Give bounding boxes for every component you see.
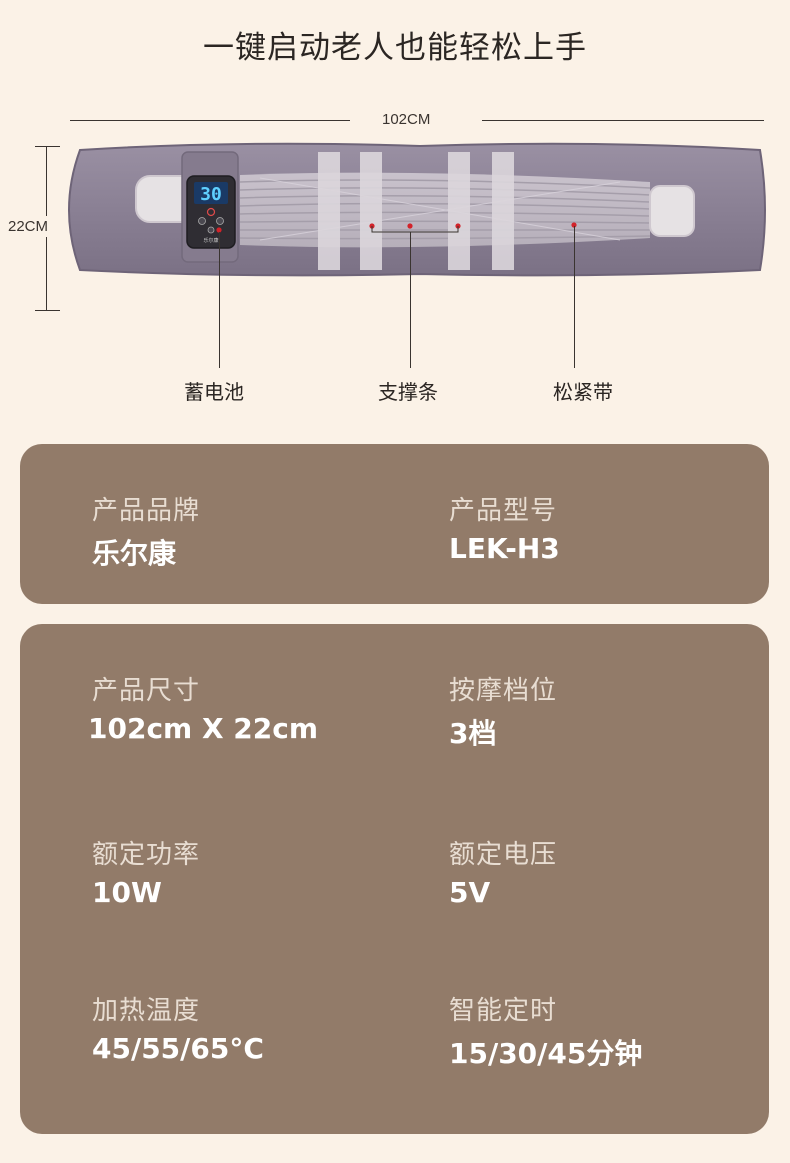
right-velcro-tab xyxy=(649,185,695,237)
massage-levels-value: 3档 xyxy=(449,717,497,750)
support-strip-3 xyxy=(448,152,470,270)
massage-button-icon xyxy=(216,217,224,225)
page-title: 一键启动老人也能轻松上手 xyxy=(203,30,587,66)
timer-value: 15/30/45分钟 xyxy=(449,1037,643,1070)
brand-label: 产品品牌 xyxy=(92,496,201,526)
support-dot-mid xyxy=(407,223,413,229)
massage-levels-label: 按摩档位 xyxy=(449,676,558,706)
spec-card-brand-model: 产品品牌 乐尔康 产品型号 LEK-H3 xyxy=(20,444,769,604)
heat-temp-value: 45/55/65°C xyxy=(92,1032,264,1065)
support-strip-2 xyxy=(360,152,382,270)
battery-dot xyxy=(216,227,222,233)
controller-brand-mark: 乐尔康 xyxy=(203,237,218,244)
rated-power-label: 额定功率 xyxy=(92,840,201,870)
battery-label: 蓄电池 xyxy=(184,380,244,404)
battery-callout-line xyxy=(219,232,220,368)
heat-temp-label: 加热温度 xyxy=(92,996,201,1026)
spec-card-details: 产品尺寸 102cm X 22cm 按摩档位 3档 额定功率 10W 额定电压 … xyxy=(20,624,769,1134)
power-button-icon xyxy=(206,207,216,217)
height-dimension-tick-bottom xyxy=(35,310,60,311)
support-bracket xyxy=(371,226,459,233)
height-dimension-label: 22CM xyxy=(8,216,49,237)
waist-belt-image: 30 乐尔康 xyxy=(68,142,766,277)
height-dimension-tick-top xyxy=(35,146,60,147)
elastic-callout-line xyxy=(574,226,575,368)
width-dimension-line-right xyxy=(482,120,764,121)
elastic-dot xyxy=(571,222,577,228)
model-value: LEK-H3 xyxy=(449,532,560,565)
controller-display xyxy=(194,182,228,204)
rated-voltage-value: 5V xyxy=(449,876,491,909)
rated-voltage-label: 额定电压 xyxy=(449,840,558,870)
timer-label: 智能定时 xyxy=(449,996,558,1026)
rated-power-value: 10W xyxy=(92,876,162,909)
brand-value: 乐尔康 xyxy=(92,537,177,570)
heat-button-icon xyxy=(198,217,206,225)
size-label: 产品尺寸 xyxy=(92,676,201,706)
support-callout-line xyxy=(410,232,411,368)
support-strip-4 xyxy=(492,152,514,270)
model-label: 产品型号 xyxy=(449,496,558,526)
support-strip-1 xyxy=(318,152,340,270)
elastic-band-label: 松紧带 xyxy=(553,380,613,404)
timer-button-icon xyxy=(207,226,215,234)
width-dimension-label: 102CM xyxy=(382,111,431,128)
controller-display-value: 30 xyxy=(200,184,222,205)
support-strip-label: 支撑条 xyxy=(378,380,438,404)
size-value: 102cm X 22cm xyxy=(88,712,319,745)
width-dimension-line-left xyxy=(70,120,350,121)
